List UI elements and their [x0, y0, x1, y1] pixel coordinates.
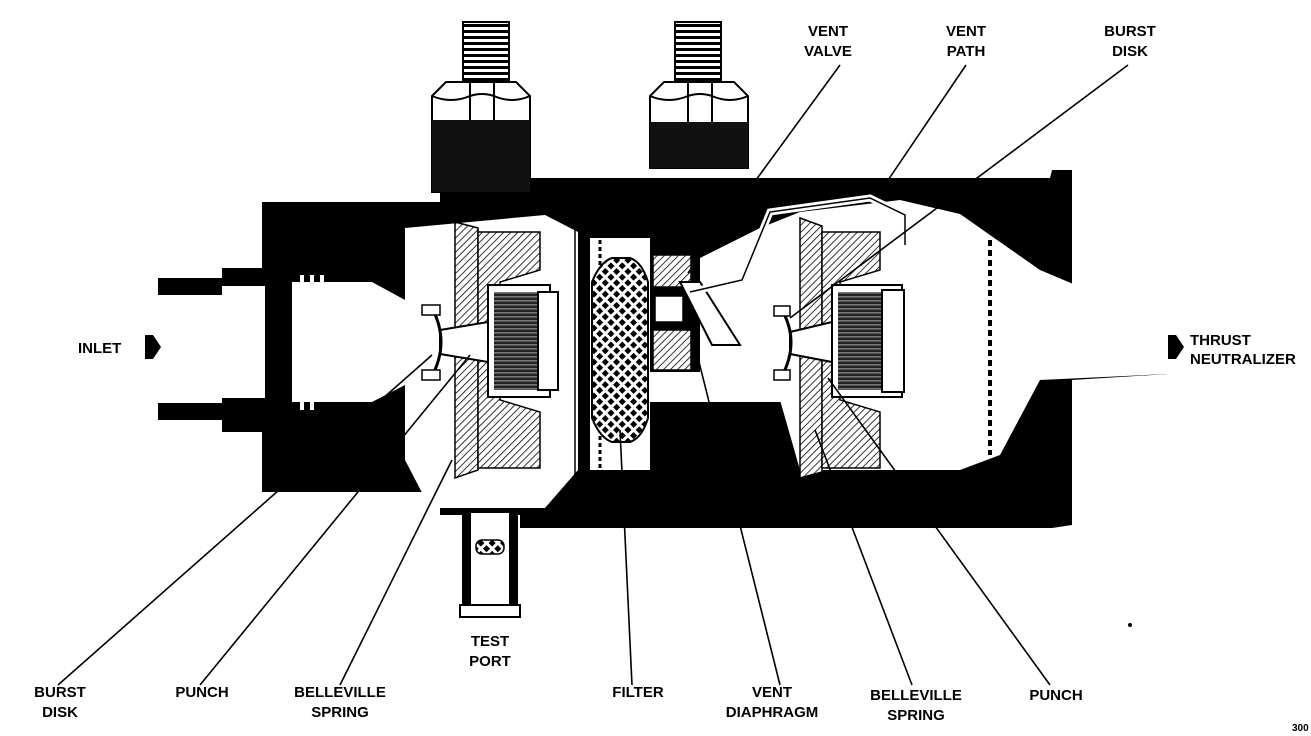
test-port [459, 511, 521, 618]
labels: INLET THRUST NEUTRALIZER VENT VALVE VENT… [34, 23, 1309, 734]
label-burst-disk-top-2: DISK [1112, 43, 1148, 60]
vent-valve-assembly [652, 194, 909, 371]
label-belleville-spring-right-2: SPRING [887, 707, 945, 724]
label-punch-left: PUNCH [175, 684, 228, 701]
label-vent-path-1: VENT [946, 23, 986, 40]
label-vent-diaphragm-2: DIAPHRAGM [726, 704, 819, 721]
label-inlet: INLET [78, 340, 121, 357]
label-burst-disk-top-1: BURST [1104, 23, 1156, 40]
label-thrust-neutralizer-2: NEUTRALIZER [1190, 351, 1296, 368]
label-punch-right: PUNCH [1029, 687, 1082, 704]
label-thrust-neutralizer-1: THRUST [1190, 332, 1251, 349]
label-vent-valve-1: VENT [808, 23, 848, 40]
label-burst-disk-left-2: DISK [42, 704, 78, 721]
figure-number: 300 [1292, 723, 1309, 734]
right-burst-assembly [773, 216, 992, 479]
label-burst-disk-left-1: BURST [34, 684, 86, 701]
outlet-arrow-icon [1168, 335, 1184, 359]
label-belleville-spring-right-1: BELLEVILLE [870, 687, 962, 704]
label-belleville-spring-left-1: BELLEVILLE [294, 684, 386, 701]
label-vent-valve-2: VALVE [804, 43, 852, 60]
speck [1128, 623, 1132, 627]
label-test-port-2: PORT [469, 653, 511, 670]
label-filter: FILTER [612, 684, 664, 701]
label-test-port-1: TEST [471, 633, 509, 650]
left-burst-assembly [410, 215, 584, 480]
label-vent-diaphragm-1: VENT [752, 684, 792, 701]
fitting-left [431, 21, 531, 193]
leader-lines [57, 64, 1129, 686]
label-vent-path-2: PATH [947, 43, 986, 60]
filter-element [591, 240, 649, 470]
inlet-arrow-icon [145, 335, 161, 359]
label-belleville-spring-left-2: SPRING [311, 704, 369, 721]
fitting-right [649, 21, 749, 169]
